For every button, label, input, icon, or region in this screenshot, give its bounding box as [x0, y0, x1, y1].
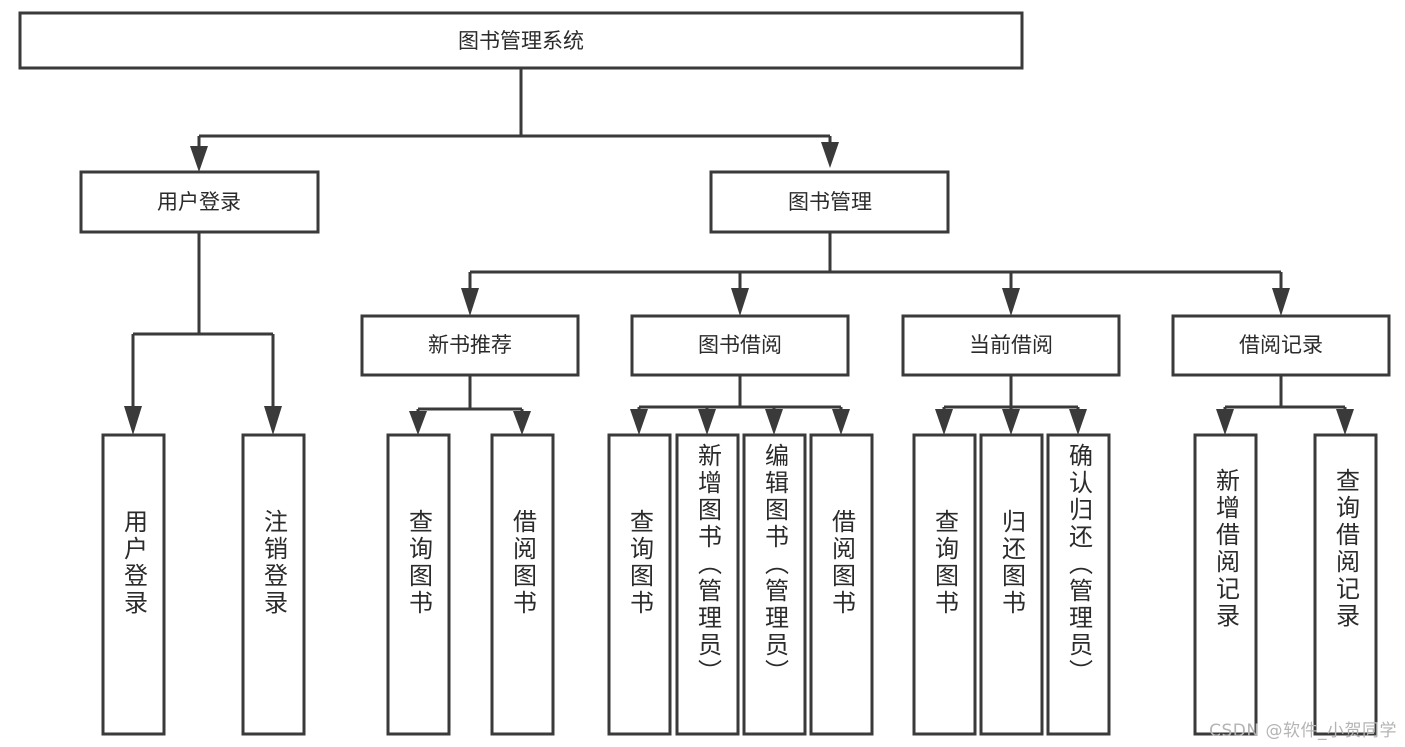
leaf-box-book-borrow-2[interactable] [675, 433, 740, 736]
node-user-login[interactable]: 用户登录 [79, 170, 320, 234]
node-borrow-records-box[interactable] [1171, 314, 1391, 377]
arrow-head-leaf-user-login [124, 406, 142, 435]
leaf-box-current-borrow-2[interactable] [979, 433, 1044, 736]
leaf-box-user-login-2[interactable] [241, 433, 306, 736]
arrow-head-bb-leaf-2 [698, 409, 716, 435]
leaf-box-borrow-records-2[interactable] [1313, 433, 1378, 736]
arrow-head-cb-leaf-1 [935, 409, 953, 435]
arrow-head-current-borrow [1002, 288, 1020, 316]
arrow-head-leaf-logout [264, 406, 282, 435]
leaf-boxes-borrow-records [1193, 433, 1378, 736]
leaf-box-book-borrow-1[interactable] [607, 433, 672, 736]
node-user-login-box[interactable] [79, 170, 320, 234]
arrow-head-bb-leaf-1 [630, 409, 648, 435]
arrow-head-cb-leaf-2 [1002, 409, 1020, 435]
arrow-head-borrow-records [1272, 288, 1290, 316]
edges-user-login-to-leaves [124, 232, 282, 435]
node-user-login-label: 用户登录 [157, 190, 241, 214]
arrow-head-new-book [461, 288, 479, 316]
leaf-box-new-book-2[interactable] [490, 433, 555, 736]
arrow-head-br-leaf-1 [1216, 409, 1234, 435]
node-new-book-recommend[interactable]: 新书推荐 [360, 314, 580, 377]
leaf-boxes-new-book-recommend [386, 433, 555, 736]
node-new-book-recommend-box[interactable] [360, 314, 580, 377]
node-book-management[interactable]: 图书管理 [709, 170, 950, 234]
node-new-book-recommend-label: 新书推荐 [428, 333, 512, 357]
node-current-borrow[interactable]: 当前借阅 [901, 314, 1121, 377]
leaf-boxes-user-login [101, 433, 306, 736]
leaf-box-current-borrow-3[interactable] [1046, 433, 1111, 736]
leaf-boxes-book-borrow [607, 433, 874, 736]
edges-new-book-to-leaves [409, 375, 531, 435]
edges-book-manage-to-level3 [461, 232, 1290, 316]
arrow-head-bb-leaf-4 [832, 409, 850, 435]
leaf-box-book-borrow-4[interactable] [809, 433, 874, 736]
arrow-head-nb-leaf-2 [513, 411, 531, 435]
arrow-head-nb-leaf-1 [409, 411, 427, 435]
arrow-head-br-leaf-2 [1336, 409, 1354, 435]
arrow-head-user-login [190, 146, 208, 172]
leaf-box-user-login-1[interactable] [101, 433, 166, 736]
arrow-head-bb-leaf-3 [765, 409, 783, 435]
arrow-head-cb-leaf-3 [1069, 409, 1087, 435]
leaf-box-new-book-1[interactable] [386, 433, 451, 736]
leaf-box-borrow-records-1[interactable] [1193, 433, 1258, 736]
arrow-head-book-borrow [731, 288, 749, 316]
node-current-borrow-box[interactable] [901, 314, 1121, 377]
edges-borrow-records-to-leaves [1216, 375, 1354, 435]
node-borrow-records[interactable]: 借阅记录 [1171, 314, 1391, 377]
node-root-book-management-system[interactable]: 图书管理系统 [18, 11, 1024, 70]
leaf-box-current-borrow-1[interactable] [912, 433, 977, 736]
node-root-label: 图书管理系统 [458, 29, 584, 53]
node-book-borrow[interactable]: 图书借阅 [630, 314, 850, 377]
edges-book-borrow-to-leaves [630, 375, 850, 435]
node-book-management-box[interactable] [709, 170, 950, 234]
node-current-borrow-label: 当前借阅 [969, 333, 1053, 357]
edges-current-borrow-to-leaves [935, 375, 1087, 435]
leaf-boxes-current-borrow [912, 433, 1111, 736]
node-borrow-records-label: 借阅记录 [1239, 333, 1323, 357]
node-book-borrow-box[interactable] [630, 314, 850, 377]
edges-root-to-level2 [190, 68, 839, 172]
arrow-head-book-manage [821, 142, 839, 168]
leaf-box-book-borrow-3[interactable] [742, 433, 807, 736]
node-root-box[interactable] [18, 11, 1024, 70]
node-book-management-label: 图书管理 [788, 190, 872, 214]
node-book-borrow-label: 图书借阅 [698, 333, 782, 357]
